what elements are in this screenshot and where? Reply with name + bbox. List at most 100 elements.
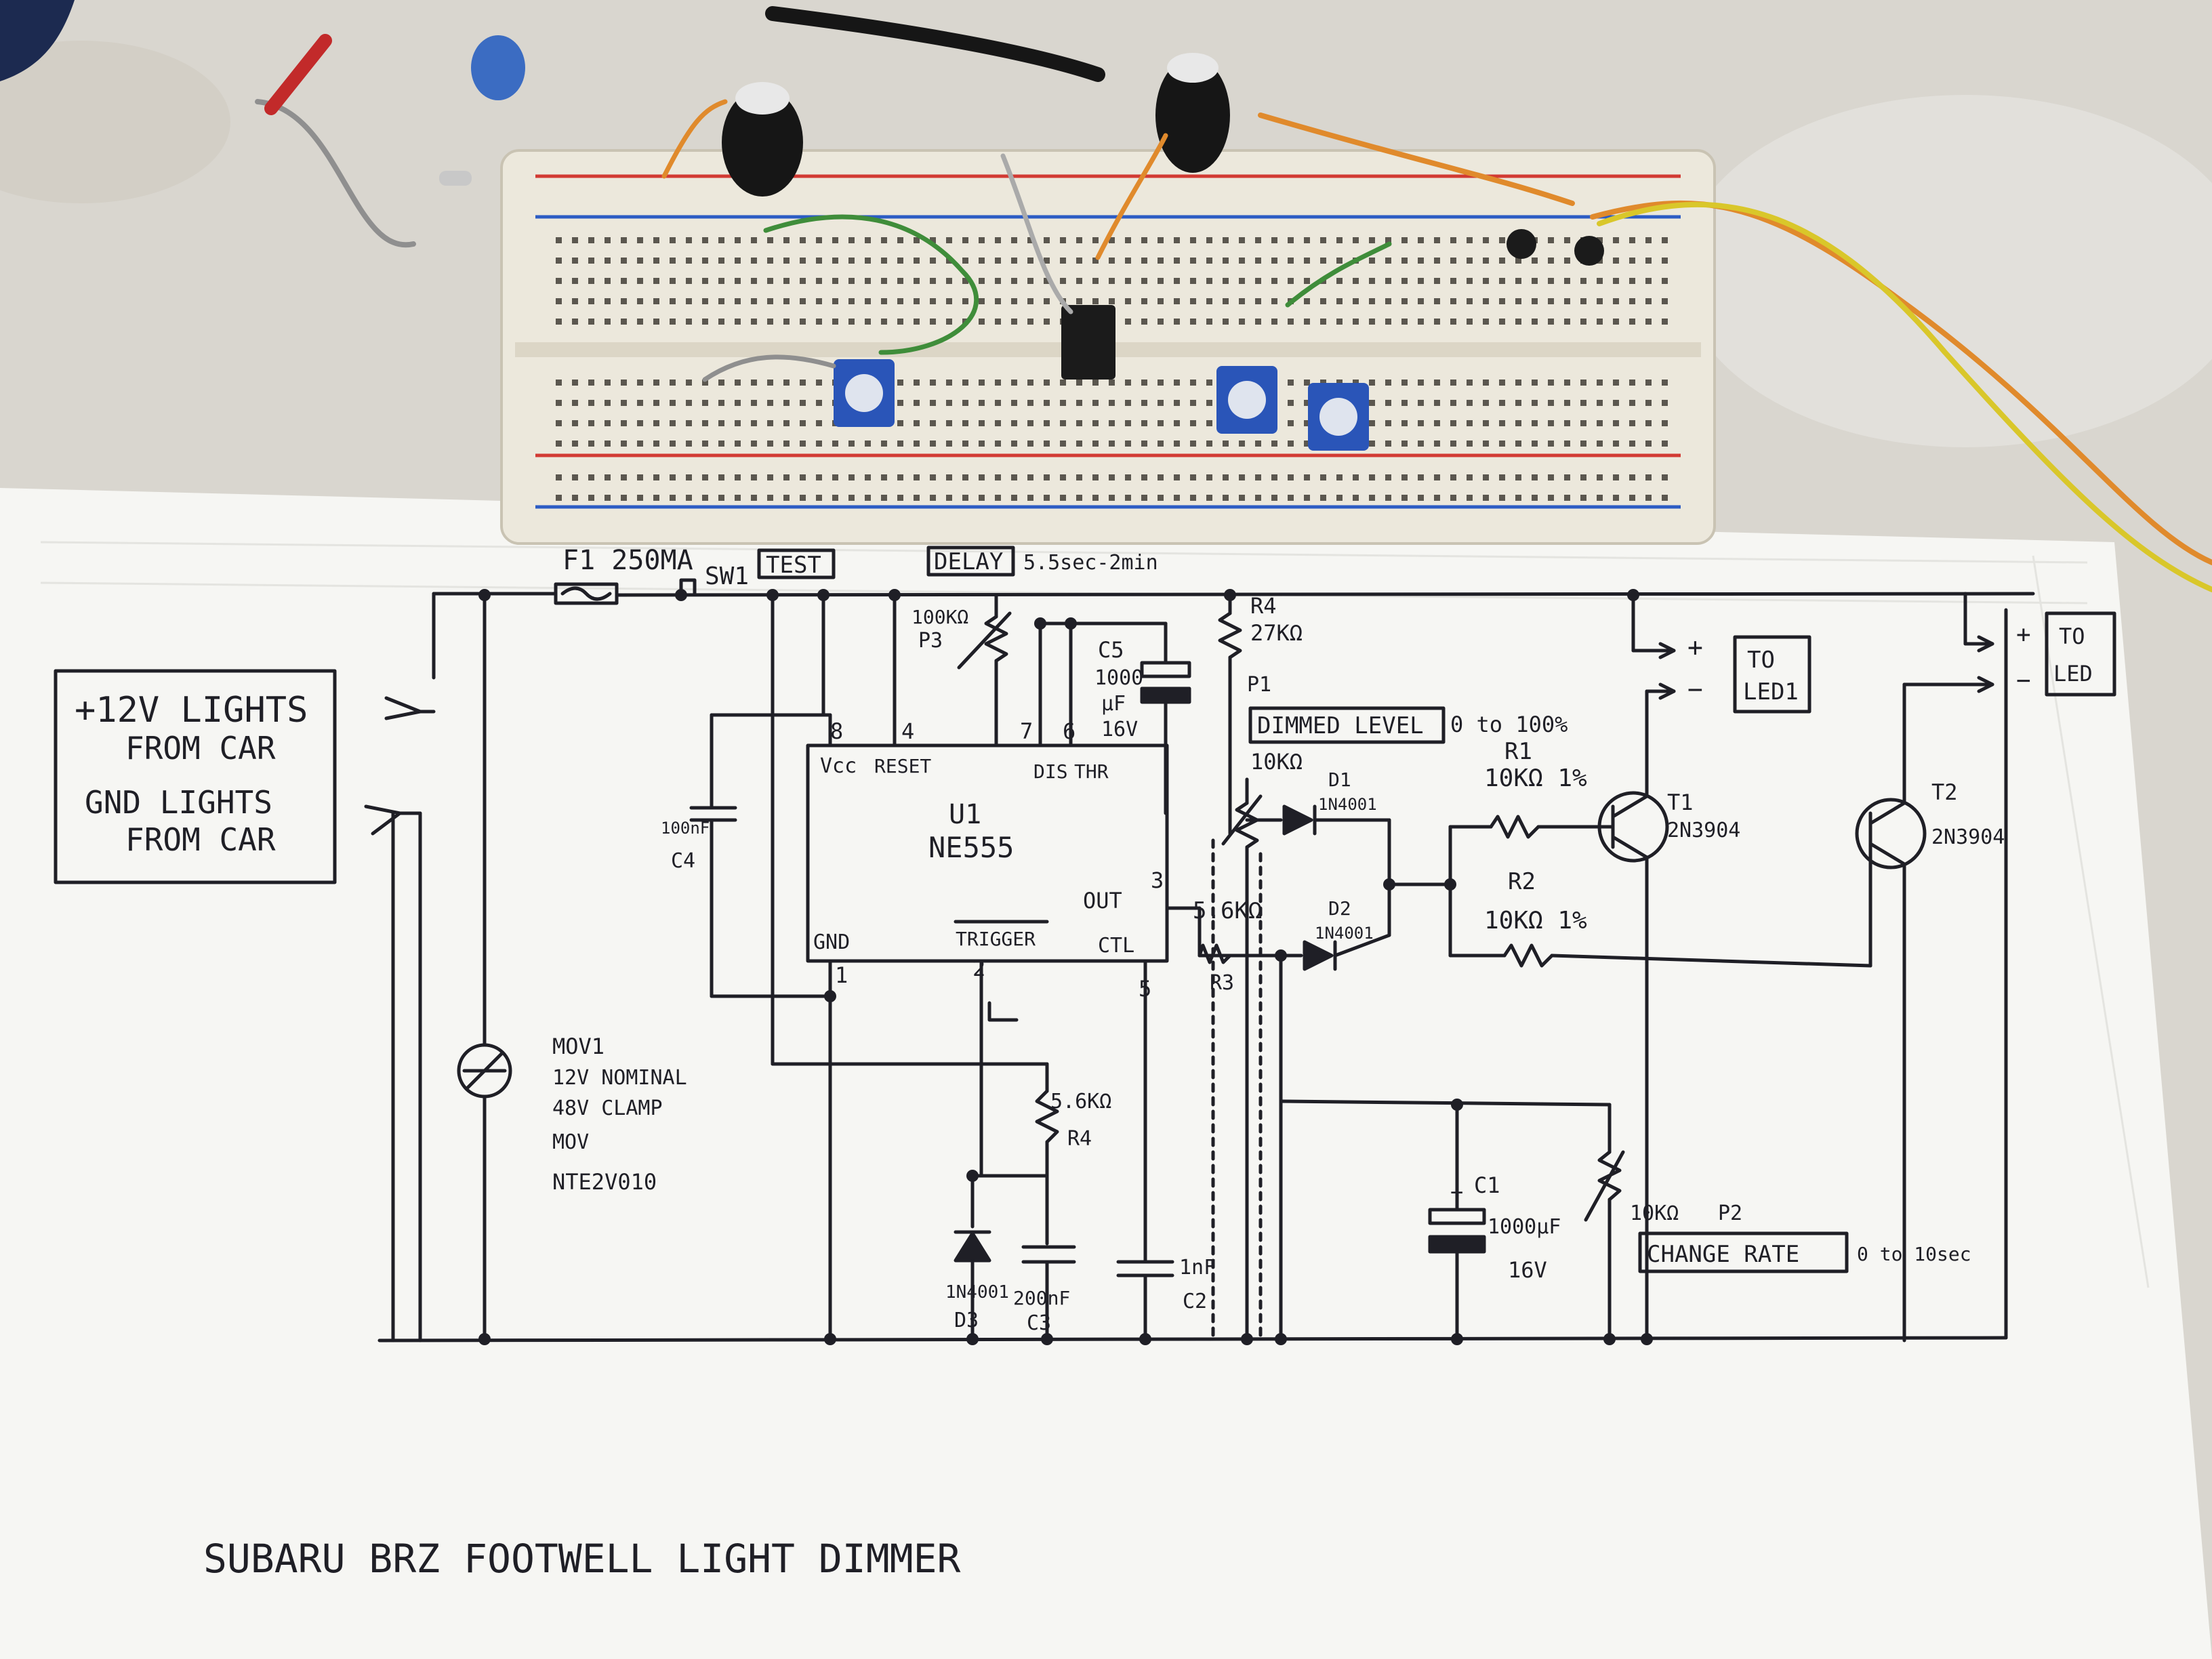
breadboard-hole bbox=[670, 278, 676, 284]
breadboard-hole bbox=[1499, 258, 1505, 264]
breadboard-hole bbox=[767, 400, 773, 406]
breadboard-hole bbox=[1125, 474, 1131, 480]
breadboard-hole bbox=[718, 400, 724, 406]
breadboard-hole bbox=[1450, 420, 1456, 426]
d2-symbol bbox=[1303, 940, 1334, 971]
breadboard-hole bbox=[800, 441, 806, 447]
breadboard-hole bbox=[1109, 420, 1115, 426]
breadboard-hole bbox=[1271, 278, 1277, 284]
breadboard-hole bbox=[1418, 495, 1424, 501]
breadboard-hole bbox=[1385, 258, 1391, 264]
breadboard-hole bbox=[1027, 319, 1033, 325]
breadboard-hole bbox=[556, 298, 562, 304]
breadboard-hole bbox=[1597, 298, 1603, 304]
breadboard-hole bbox=[1092, 400, 1099, 406]
breadboard-hole bbox=[1092, 420, 1099, 426]
breadboard-hole bbox=[816, 278, 822, 284]
breadboard-hole bbox=[621, 237, 627, 243]
breadboard-hole bbox=[588, 237, 594, 243]
breadboard-hole bbox=[735, 420, 741, 426]
breadboard-hole bbox=[1125, 298, 1131, 304]
breadboard-hole bbox=[946, 298, 952, 304]
breadboard-hole bbox=[1239, 441, 1245, 447]
breadboard-hole bbox=[995, 237, 1001, 243]
breadboard-hole bbox=[1353, 237, 1359, 243]
r1-symbol bbox=[1489, 815, 1540, 839]
breadboard-hole bbox=[995, 380, 1001, 386]
breadboard-hole bbox=[1499, 298, 1505, 304]
led2-line1: TO bbox=[2059, 623, 2085, 649]
breadboard-hole bbox=[1174, 495, 1180, 501]
breadboard-hole bbox=[962, 298, 968, 304]
breadboard-hole bbox=[1548, 278, 1554, 284]
breadboard-hole bbox=[1044, 495, 1050, 501]
breadboard-hole bbox=[1320, 237, 1326, 243]
breadboard-hole bbox=[1515, 258, 1521, 264]
breadboard-hole bbox=[979, 319, 985, 325]
breadboard-hole bbox=[718, 258, 724, 264]
change-rate-box bbox=[1638, 1231, 1849, 1273]
ic-vcc: Vcc bbox=[820, 754, 857, 778]
ic-pin1: 1 bbox=[835, 962, 848, 988]
breadboard-hole bbox=[718, 495, 724, 501]
breadboard-hole bbox=[897, 420, 903, 426]
breadboard-hole bbox=[1271, 319, 1277, 325]
breadboard-hole bbox=[637, 420, 643, 426]
breadboard-hole bbox=[1158, 400, 1164, 406]
breadboard-hole bbox=[1645, 258, 1652, 264]
input-line1: +12V LIGHTS bbox=[75, 690, 308, 731]
breadboard-hole bbox=[995, 298, 1001, 304]
breadboard-hole bbox=[735, 380, 741, 386]
breadboard-hole bbox=[995, 278, 1001, 284]
breadboard-hole bbox=[1597, 495, 1603, 501]
breadboard-hole bbox=[1564, 237, 1570, 243]
breadboard-hole bbox=[1467, 278, 1473, 284]
breadboard-hole bbox=[1304, 237, 1310, 243]
breadboard-hole bbox=[1369, 474, 1375, 480]
breadboard-hole bbox=[1548, 495, 1554, 501]
breadboard-hole bbox=[1174, 258, 1180, 264]
labels: +12V LIGHTS FROM CAR GND LIGHTS FROM CAR… bbox=[75, 545, 2093, 1582]
breadboard-hole bbox=[1645, 278, 1652, 284]
ic-pin8: 8 bbox=[830, 718, 843, 744]
breadboard-hole bbox=[1515, 441, 1521, 447]
breadboard-hole bbox=[1434, 441, 1440, 447]
breadboard-hole bbox=[1336, 380, 1343, 386]
ic-name: U1 bbox=[949, 799, 981, 830]
breadboard-hole bbox=[1288, 495, 1294, 501]
led2-line2: LED bbox=[2053, 661, 2093, 687]
breadboard-hole bbox=[1418, 420, 1424, 426]
breadboard-hole bbox=[1401, 474, 1408, 480]
breadboard-hole bbox=[1158, 380, 1164, 386]
d1-part: 1N4001 bbox=[1318, 795, 1377, 814]
breadboard-hole bbox=[1304, 258, 1310, 264]
breadboard-hole bbox=[1515, 298, 1521, 304]
breadboard-hole bbox=[1662, 441, 1668, 447]
breadboard-hole bbox=[1629, 474, 1635, 480]
breadboard-hole bbox=[1499, 278, 1505, 284]
breadboard-hole bbox=[800, 258, 806, 264]
breadboard-hole bbox=[1239, 278, 1245, 284]
breadboard-hole bbox=[1206, 319, 1212, 325]
led1-box bbox=[1733, 635, 1811, 714]
breadboard-hole bbox=[1597, 441, 1603, 447]
breadboard-hole bbox=[914, 380, 920, 386]
c5-symbol bbox=[1140, 661, 1191, 678]
breadboard-hole bbox=[832, 258, 838, 264]
breadboard-hole bbox=[1548, 441, 1554, 447]
breadboard-hole bbox=[1613, 298, 1619, 304]
breadboard-hole bbox=[1206, 400, 1212, 406]
breadboard-hole bbox=[621, 319, 627, 325]
breadboard-hole bbox=[1125, 441, 1131, 447]
breadboard-hole bbox=[1109, 258, 1115, 264]
breadboard-hole bbox=[1336, 495, 1343, 501]
breadboard-hole bbox=[1434, 298, 1440, 304]
breadboard-hole bbox=[865, 495, 871, 501]
breadboard-hole bbox=[1499, 237, 1505, 243]
breadboard-hole bbox=[979, 258, 985, 264]
breadboard-hole bbox=[1353, 495, 1359, 501]
breadboard-hole bbox=[735, 495, 741, 501]
breadboard-hole bbox=[1548, 400, 1554, 406]
cap-top-right bbox=[1167, 53, 1218, 83]
breadboard-hole bbox=[1109, 380, 1115, 386]
